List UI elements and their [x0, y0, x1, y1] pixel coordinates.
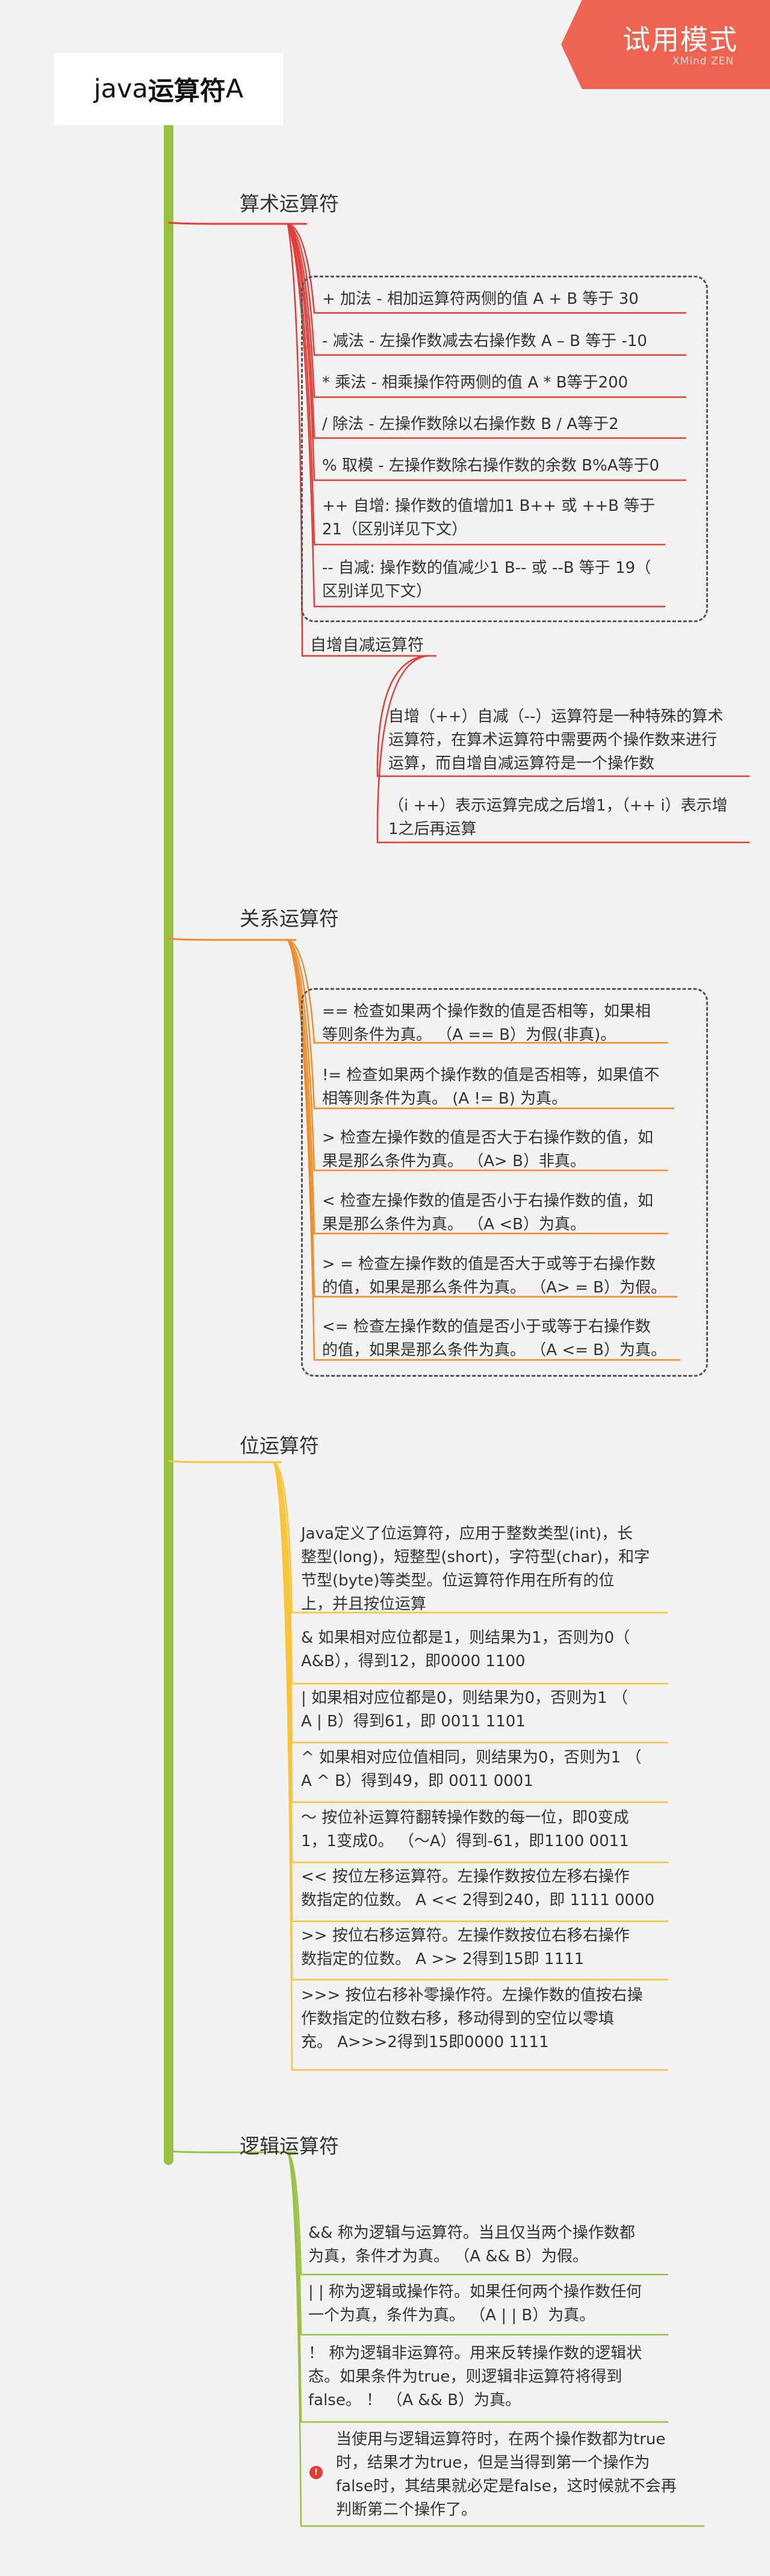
arith-item[interactable]: * 乘法 - 相乘操作符两侧的值 A * B等于200	[322, 374, 629, 392]
bit-item[interactable]: >>> 按位右移补零操作符。左操作数的值按右操 作数指定的位数右移，移动得到的空…	[301, 1986, 643, 2051]
root-topic-suffix: A	[225, 74, 244, 104]
logic-item[interactable]: ！ 称为逻辑非运算符。用来反转操作数的逻辑状 态。如果条件为true，则逻辑非运…	[308, 2344, 642, 2409]
trial-mode-title: 试用模式	[623, 23, 738, 56]
relation-item[interactable]: == 检查如果两个操作数的值是否相等，如果相 等则条件为真。 （A == B）为…	[322, 1002, 651, 1044]
arith-item[interactable]: -- 自减: 操作数的值减少1 B-- 或 --B 等于 19（ 区别详见下文）	[322, 559, 651, 601]
arith-item[interactable]: + 加法 - 相加运算符两侧的值 A + B 等于 30	[322, 290, 639, 308]
branch-bit-title[interactable]: 位运算符	[240, 1434, 319, 1457]
arith-item[interactable]: - 减法 - 左操作数减去右操作数 A – B 等于 -10	[322, 332, 647, 350]
bit-item[interactable]: | 如果相对应位都是0，则结果为0，否则为1 （ A | B）得到61，即 00…	[301, 1689, 628, 1731]
logic-item[interactable]: 当使用与逻辑运算符时，在两个操作数都为true 时，结果才为true，但是当得到…	[336, 2430, 677, 2519]
logic-item[interactable]: && 称为逻辑与运算符。当且仅当两个操作数都 为真，条件才为真。 （A && B…	[308, 2224, 635, 2266]
warning-icon: !	[309, 2466, 323, 2479]
increment-decrement-item[interactable]: （i ++）表示运算完成之后增1，（++ i）表示增 1之后再运算	[388, 797, 728, 838]
relation-item[interactable]: < 检查左操作数的值是否小于右操作数的值，如 果是那么条件为真。 （A <B）为…	[322, 1192, 654, 1234]
arith-item[interactable]: / 除法 - 左操作数除以右操作数 B / A等于2	[322, 415, 619, 433]
arith-item[interactable]: ++ 自增: 操作数的值增加1 B++ 或 ++B 等于 21（区别详见下文）	[322, 497, 656, 539]
trial-mode-badge[interactable]	[561, 0, 770, 89]
logic-item[interactable]: | | 称为逻辑或操作符。如果任何两个操作数任何 一个为真，条件为真。 （A |…	[308, 2283, 642, 2324]
branch-arithmetic-title[interactable]: 算术运算符	[240, 192, 339, 215]
bit-item[interactable]: & 如果相对应位都是1，则结果为1，否则为0（ A&B），得到12，即0000 …	[301, 1629, 630, 1670]
branch-logic-title[interactable]: 逻辑运算符	[240, 2134, 339, 2158]
root-topic-bold: 运算符	[147, 76, 226, 107]
root-topic-prefix: java	[93, 74, 148, 104]
xmind-zen-label: XMind ZEN	[672, 55, 734, 67]
bit-item[interactable]: << 按位左移运算符。左操作数按位左移右操作 数指定的位数。 A << 2得到2…	[301, 1868, 655, 1909]
branch-relation-title[interactable]: 关系运算符	[240, 907, 339, 930]
arithmetic-boundary	[301, 276, 708, 622]
increment-decrement-item[interactable]: 自增（++）自减（--）运算符是一种特殊的算术 运算符，在算术运算符中需要两个操…	[388, 708, 724, 773]
arith-item[interactable]: % 取模 - 左操作数除右操作数的余数 B%A等于0	[322, 457, 660, 475]
bit-item[interactable]: >> 按位右移运算符。左操作数按位右移右操作 数指定的位数。 A >> 2得到1…	[301, 1927, 630, 1968]
relation-boundary	[301, 988, 708, 1377]
relation-item[interactable]: > 检查左操作数的值是否大于右操作数的值，如 果是那么条件为真。 （A> B）非…	[322, 1129, 654, 1170]
relation-item[interactable]: <= 检查左操作数的值是否小于或等于右操作数 的值，如果是那么条件为真。 （A …	[322, 1318, 666, 1359]
relation-item[interactable]: > = 检查左操作数的值是否大于或等于右操作数 的值，如果是那么条件为真。 （A…	[322, 1255, 666, 1297]
bit-item[interactable]: ^ 如果相对应位值相同，则结果为0，否则为1 （ A ^ B）得到49，即 00…	[301, 1749, 642, 1790]
increment-decrement-title[interactable]: 自增自减运算符	[310, 636, 424, 655]
relation-item[interactable]: != 检查如果两个操作数的值是否相等，如果值不 相等则条件为真。 (A != B…	[322, 1066, 660, 1108]
bit-item[interactable]: 〜 按位补运算符翻转操作数的每一位，即0变成 1，1变成0。 （〜A）得到-61…	[301, 1809, 629, 1850]
bit-item[interactable]: Java定义了位运算符，应用于整数类型(int)，长 整型(long)，短整型(…	[301, 1525, 650, 1613]
